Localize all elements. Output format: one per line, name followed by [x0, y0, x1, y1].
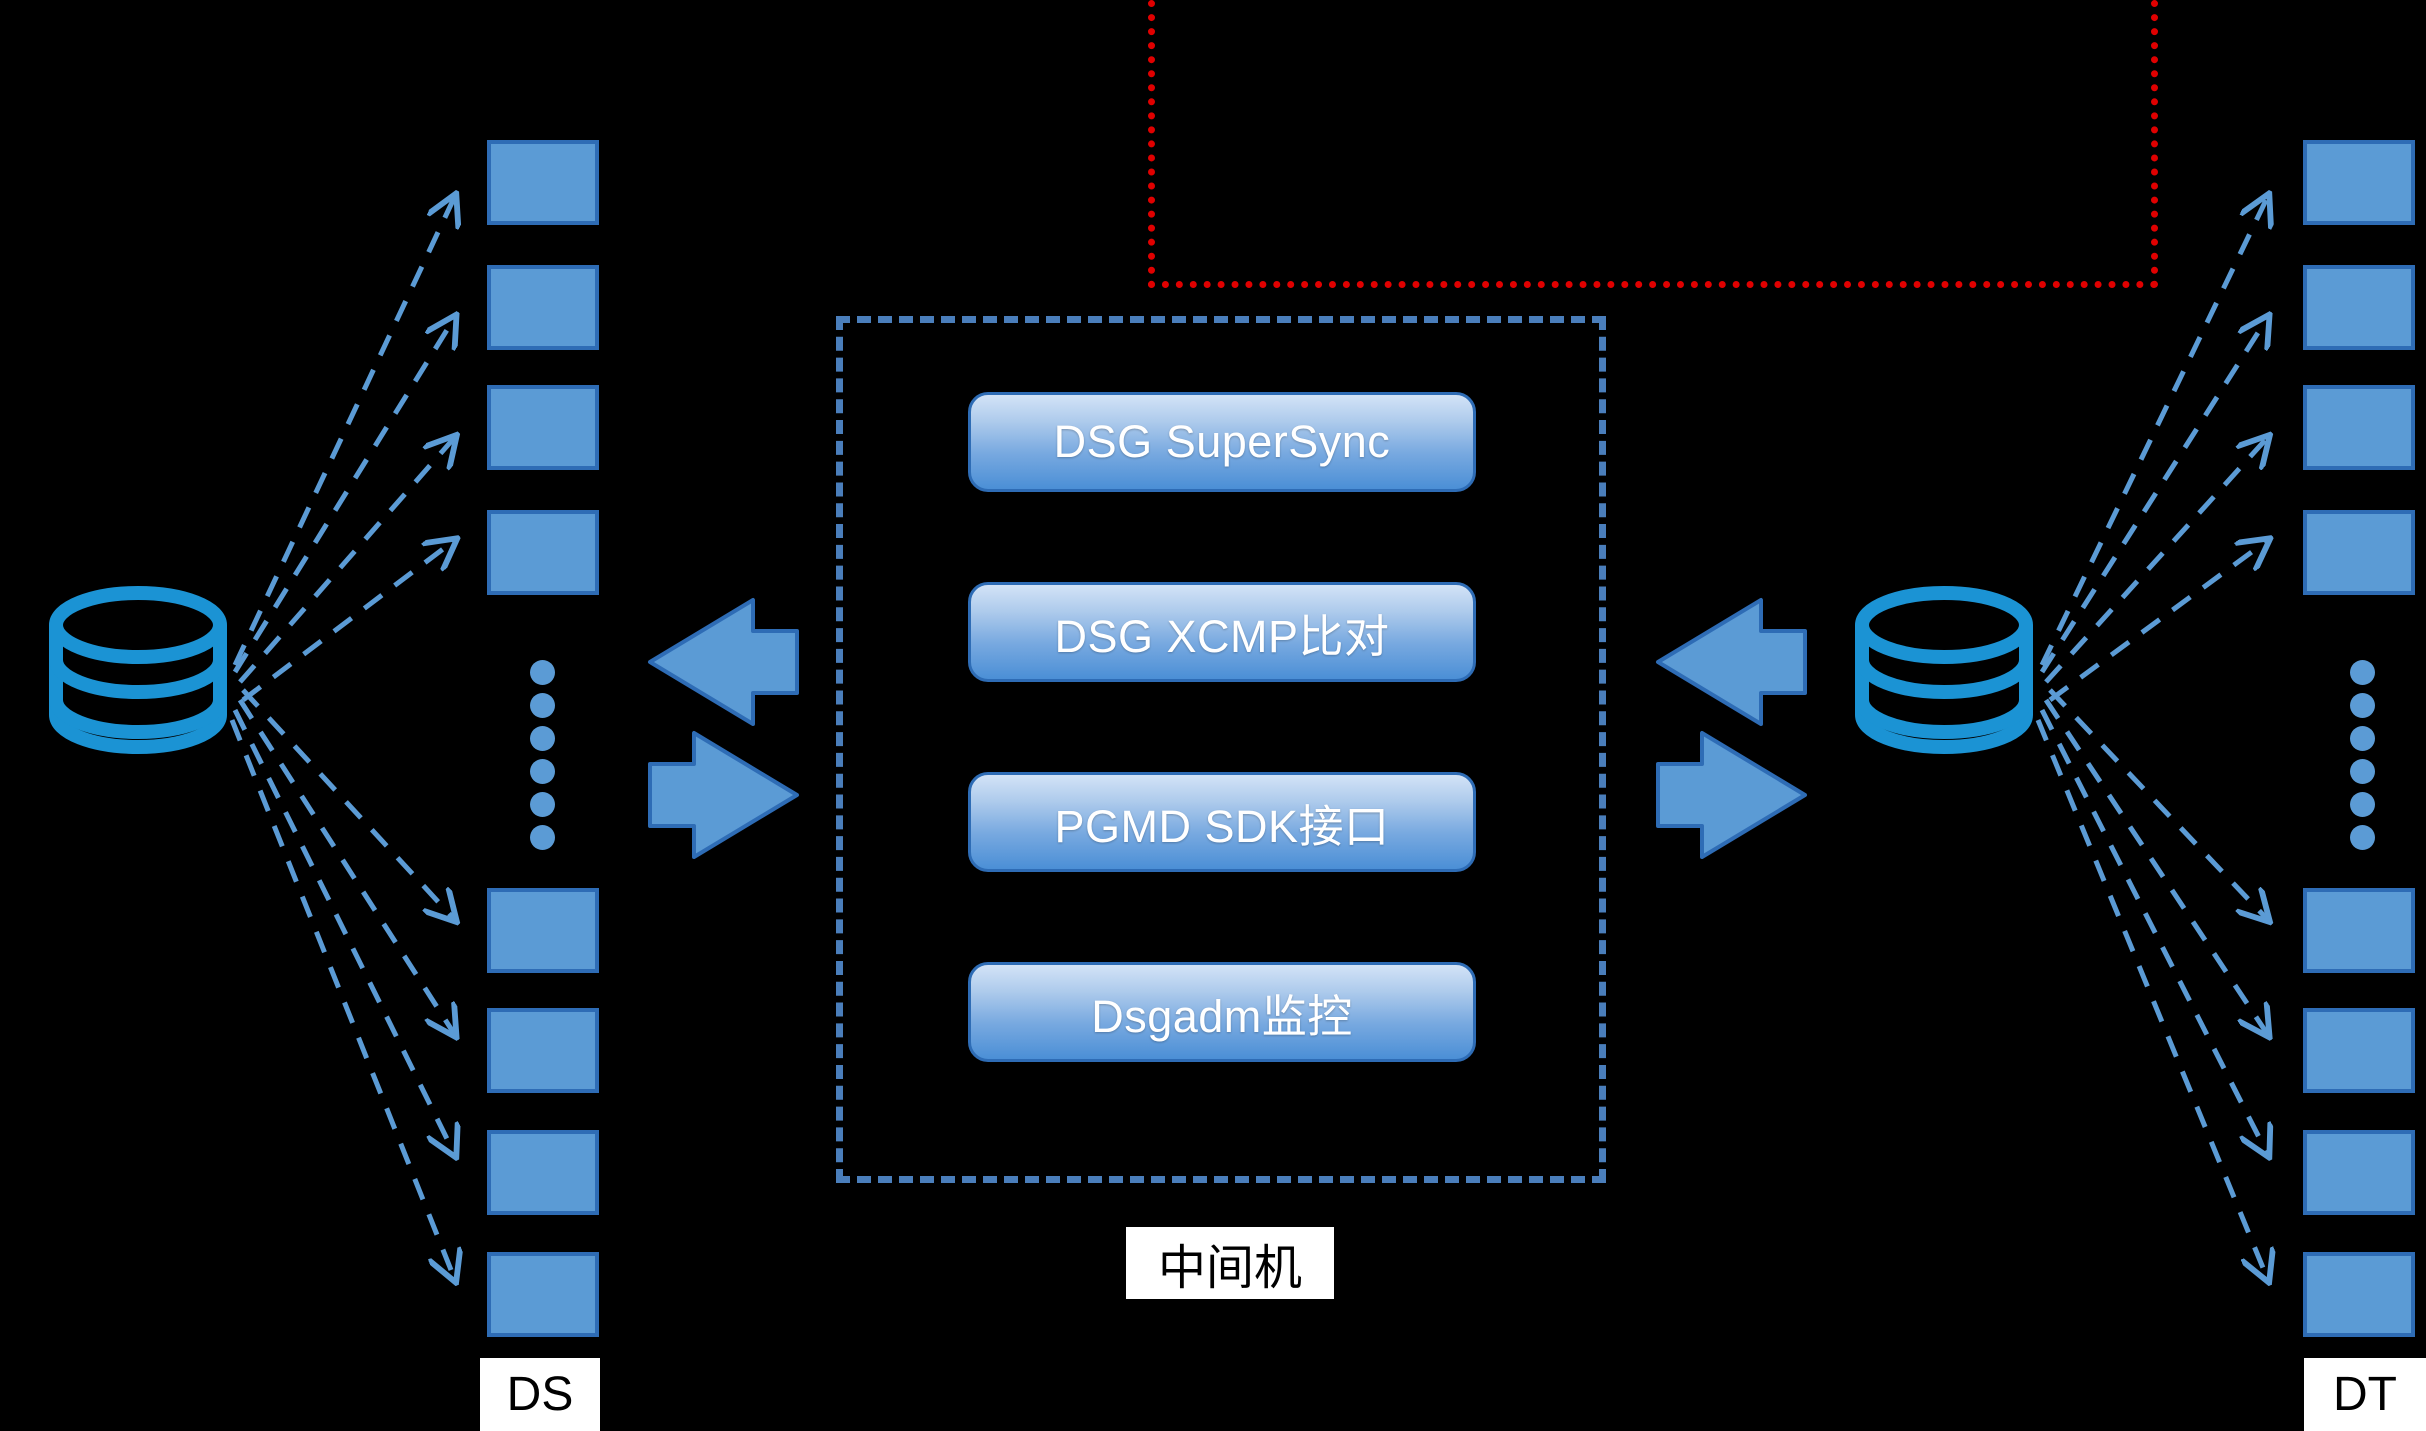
- source-node-rect[interactable]: [487, 510, 599, 595]
- target-ellipsis-dot: [2350, 726, 2375, 751]
- source-node-rect[interactable]: [487, 1252, 599, 1337]
- target-ellipsis-dot: [2350, 693, 2375, 718]
- left-flow-arrow-left: [648, 598, 799, 726]
- source-lower-connectors: [229, 688, 455, 1280]
- target-node-rect[interactable]: [2303, 1008, 2415, 1093]
- target-node-rect[interactable]: [2303, 385, 2415, 470]
- target-node-rect[interactable]: [2303, 1130, 2415, 1215]
- source-node-rect[interactable]: [487, 385, 599, 470]
- source-label-ds: DS: [480, 1358, 600, 1431]
- source-node-rect[interactable]: [487, 1130, 599, 1215]
- target-ellipsis-dot: [2350, 792, 2375, 817]
- source-node-rect[interactable]: [487, 888, 599, 973]
- target-node-rect[interactable]: [2303, 888, 2415, 973]
- service-box-pgmd-sdk[interactable]: PGMD SDK接口: [968, 772, 1476, 872]
- right-flow-arrow-right: [1656, 731, 1807, 859]
- source-ellipsis-dot: [530, 825, 555, 850]
- target-ellipsis-dot: [2350, 759, 2375, 784]
- source-ellipsis-dot: [530, 660, 555, 685]
- service-box-supersync[interactable]: DSG SuperSync: [968, 392, 1476, 492]
- annotation-frame: [1148, 0, 2158, 288]
- target-database-cylinder-icon: [1855, 586, 2033, 754]
- source-node-rect[interactable]: [487, 1008, 599, 1093]
- source-ellipsis-dot: [530, 759, 555, 784]
- source-node-rect[interactable]: [487, 140, 599, 225]
- target-lower-connectors: [2035, 688, 2268, 1280]
- middleware-label: 中间机: [1126, 1227, 1334, 1299]
- left-flow-arrow-right: [648, 731, 799, 859]
- source-ellipsis-dot: [530, 693, 555, 718]
- target-node-rect[interactable]: [2303, 1252, 2415, 1337]
- source-ellipsis-dot: [530, 726, 555, 751]
- target-node-rect[interactable]: [2303, 140, 2415, 225]
- target-ellipsis-dot: [2350, 825, 2375, 850]
- service-box-xcmp[interactable]: DSG XCMP比对: [968, 582, 1476, 682]
- target-ellipsis-dot: [2350, 660, 2375, 685]
- target-node-rect[interactable]: [2303, 265, 2415, 350]
- source-ellipsis-dot: [530, 792, 555, 817]
- middleware-container: [836, 316, 1606, 1183]
- right-flow-arrow-left: [1656, 598, 1807, 726]
- target-node-rect[interactable]: [2303, 510, 2415, 595]
- service-box-dsgadm[interactable]: Dsgadm监控: [968, 962, 1476, 1062]
- target-upper-connectors: [2039, 196, 2268, 703]
- source-upper-connectors: [232, 196, 455, 702]
- source-node-rect[interactable]: [487, 265, 599, 350]
- source-database-cylinder-icon: [49, 586, 227, 754]
- target-label-dt: DT: [2304, 1358, 2426, 1431]
